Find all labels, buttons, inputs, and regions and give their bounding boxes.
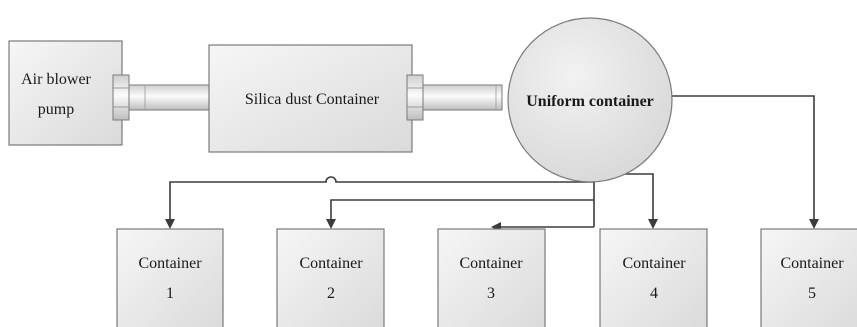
pipe-connector-1 <box>112 74 210 121</box>
container-4-label-line1: Container <box>622 255 686 272</box>
container-2-label-line1: Container <box>299 255 363 272</box>
container-5-label-line1: Container <box>780 255 844 272</box>
pipe-connector-2 <box>406 74 503 121</box>
silica-dust-label: Silica dust Container <box>245 91 380 108</box>
container-5-label-line2: 5 <box>808 285 816 302</box>
arrow-to-container-4 <box>594 173 658 229</box>
arrow-to-container-2 <box>326 199 594 229</box>
container-2-node: Container 2 <box>276 228 385 327</box>
air-blower-label-line1: Air blower <box>21 71 91 88</box>
container-5-node: Container 5 <box>760 228 857 327</box>
container-3-node: Container 3 <box>437 228 546 327</box>
container-1-label-line2: 1 <box>166 285 174 302</box>
uniform-container-label: Uniform container <box>526 93 654 110</box>
container-1-node: Container 1 <box>116 228 224 327</box>
container-4-node: Container 4 <box>599 228 708 327</box>
container-3-label-line1: Container <box>459 255 523 272</box>
air-blower-label-line2: pump <box>38 101 74 118</box>
container-4-label-line2: 4 <box>650 285 658 302</box>
arrow-to-container-1 <box>165 176 594 229</box>
silica-dust-container-node: Silica dust Container <box>208 44 413 153</box>
container-1-label-line1: Container <box>138 255 202 272</box>
arrow-to-container-5 <box>668 95 819 229</box>
container-2-label-line2: 2 <box>327 285 335 302</box>
container-3-label-line2: 3 <box>487 285 495 302</box>
uniform-container-node: Uniform container <box>507 17 673 183</box>
air-blower-pump-node: Air blower pump <box>8 40 123 146</box>
